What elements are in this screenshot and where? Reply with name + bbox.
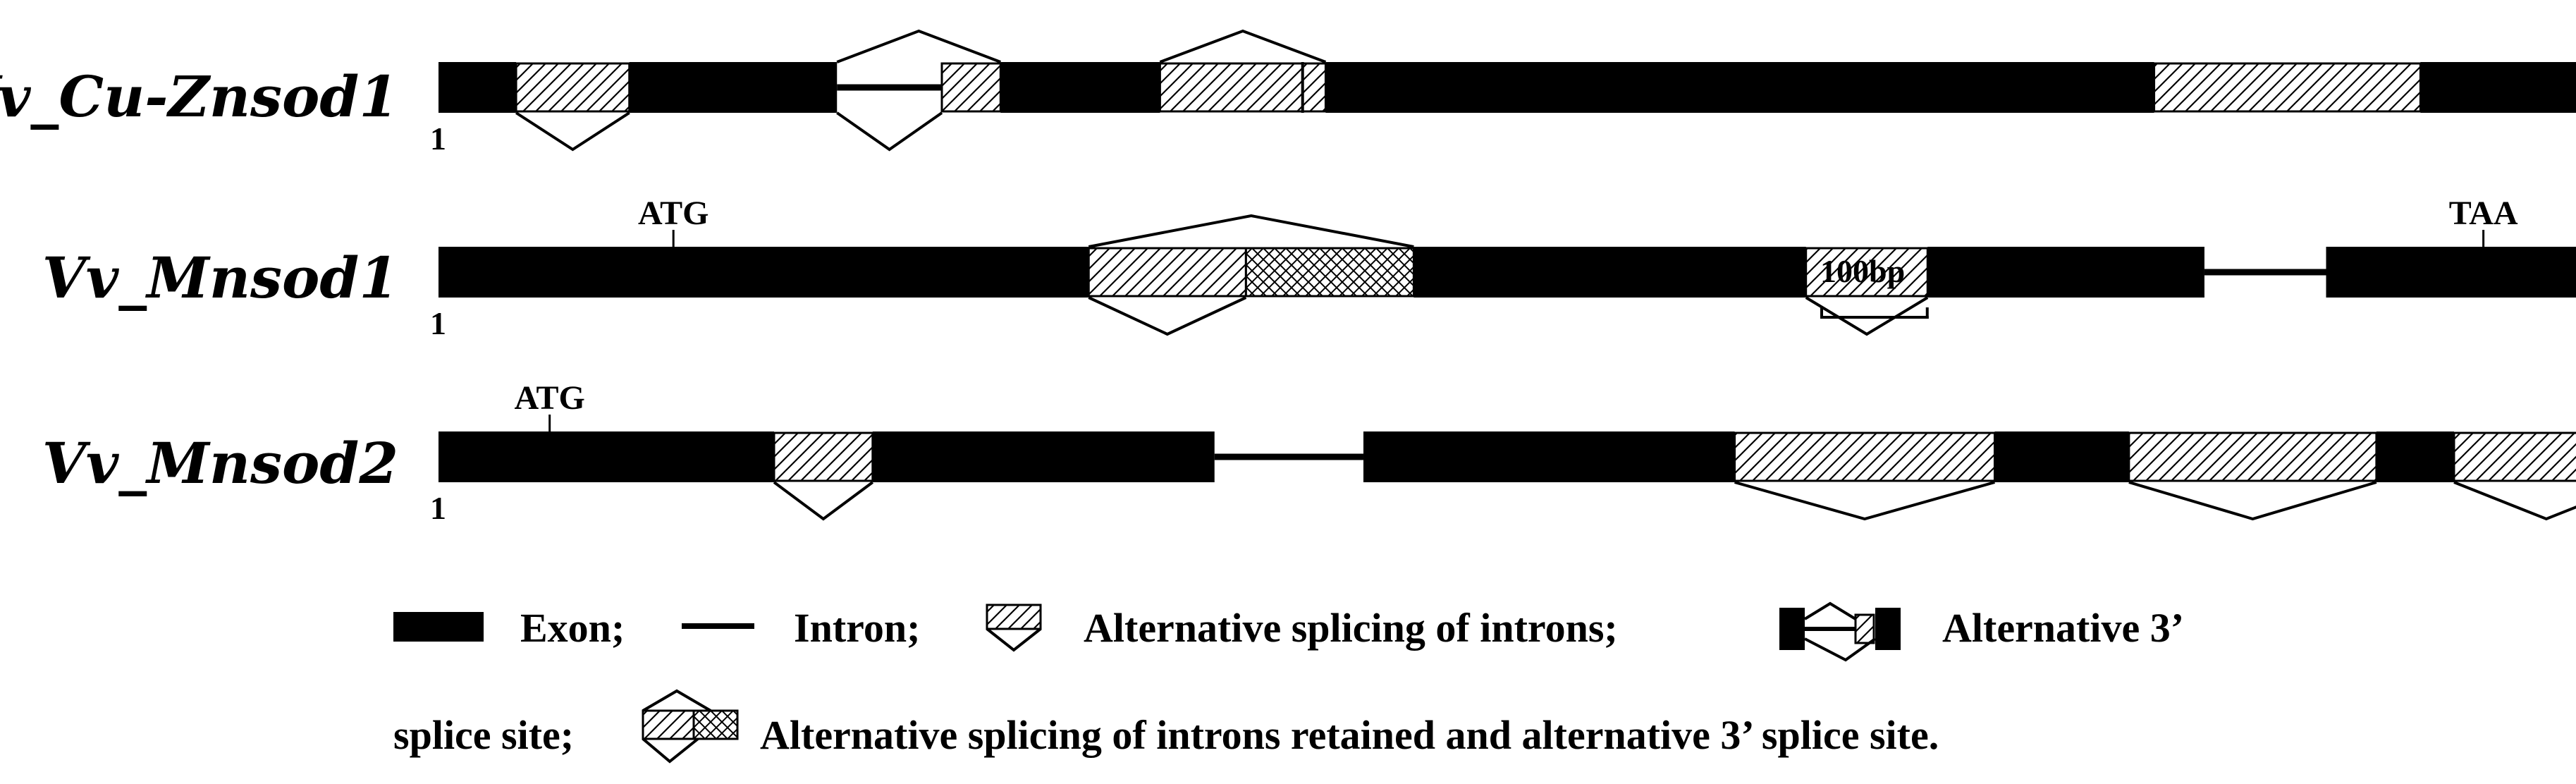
splice-connector-down xyxy=(836,111,943,152)
start-position-label: 1 xyxy=(430,305,446,341)
alt-spliced-intron xyxy=(1734,431,1996,482)
exon xyxy=(1325,62,2154,113)
exon xyxy=(2376,431,2454,482)
exon xyxy=(1927,247,2204,298)
exon xyxy=(2326,247,2576,298)
exon xyxy=(629,62,838,113)
scale-bar-label: 100bp xyxy=(1820,253,1905,289)
codon-label: ATG xyxy=(514,379,584,417)
codon-label: TAA xyxy=(2449,195,2518,232)
alt-spliced-intron-retained xyxy=(1244,247,1415,298)
alt-spliced-intron xyxy=(1158,62,1327,113)
splice-connector-down xyxy=(1734,481,1995,521)
exon xyxy=(1994,431,2129,482)
exon xyxy=(2420,62,2576,113)
legend: Exon; Intron; Alternative splicing of in… xyxy=(393,601,2184,764)
splice-connector-down xyxy=(773,481,874,521)
alt-spliced-intron xyxy=(940,62,1002,113)
legend-alt3-label-b: splice site; xyxy=(393,712,574,758)
gene-track: Vv_Cu-Znsod1ATGTGA11931 xyxy=(0,29,2576,157)
legend-retained-icon xyxy=(642,689,739,764)
gene-name: Vv_Mnsod1 xyxy=(42,245,398,311)
gene-tracks: Vv_Cu-Znsod1ATGTGA11931Vv_Mnsod1ATGTAA11… xyxy=(0,29,2576,526)
splice-connector-up xyxy=(1159,29,1327,63)
splice-connector-down xyxy=(2128,481,2377,521)
exon xyxy=(438,62,517,113)
gene-track: Vv_Mnsod1ATGTAA11110 xyxy=(42,195,2576,341)
gene-track: Vv_Mnsod2ATGTAA11589 xyxy=(42,379,2576,526)
alt-spliced-intron xyxy=(2153,62,2422,113)
exon xyxy=(1000,62,1160,113)
alt-spliced-intron xyxy=(773,431,874,482)
exon xyxy=(438,247,1089,298)
splice-connector-up xyxy=(836,29,1002,63)
codon-label: ATG xyxy=(638,195,709,232)
splice-connector-down xyxy=(2453,481,2576,521)
alt-spliced-intron xyxy=(1087,247,1247,298)
legend-alt-splicing-label: Alternative splicing of introns; xyxy=(1084,605,1618,651)
legend-alt3-label-a: Alternative 3’ xyxy=(1942,605,2184,651)
legend-retained-label: Alternative splicing of introns retained… xyxy=(760,712,1939,758)
start-position-label: 1 xyxy=(430,121,446,157)
gene-name: Vv_Cu-Znsod1 xyxy=(0,63,398,130)
exon xyxy=(872,431,1215,482)
exon xyxy=(1413,247,1806,298)
alt-spliced-intron xyxy=(515,62,631,113)
splice-connector-down xyxy=(1088,296,1247,336)
scale-bar: 100bp xyxy=(1820,253,1929,319)
alt-spliced-intron xyxy=(2453,431,2576,482)
exon xyxy=(1363,431,1735,482)
legend-intron-label: Intron; xyxy=(794,605,920,651)
splice-connector-down xyxy=(1805,296,1929,336)
alt-spliced-intron xyxy=(2128,431,2378,482)
legend-alt3-splice-icon xyxy=(1779,601,1901,662)
exon xyxy=(438,431,774,482)
gene-name: Vv_Mnsod2 xyxy=(42,430,398,496)
splice-connector-down xyxy=(515,111,630,152)
start-position-label: 1 xyxy=(430,490,446,526)
legend-exon-label: Exon; xyxy=(520,605,625,651)
splice-connector-up xyxy=(1088,214,1414,248)
legend-alt-splicing-icon xyxy=(986,604,1042,652)
legend-exon-swatch xyxy=(393,612,484,642)
